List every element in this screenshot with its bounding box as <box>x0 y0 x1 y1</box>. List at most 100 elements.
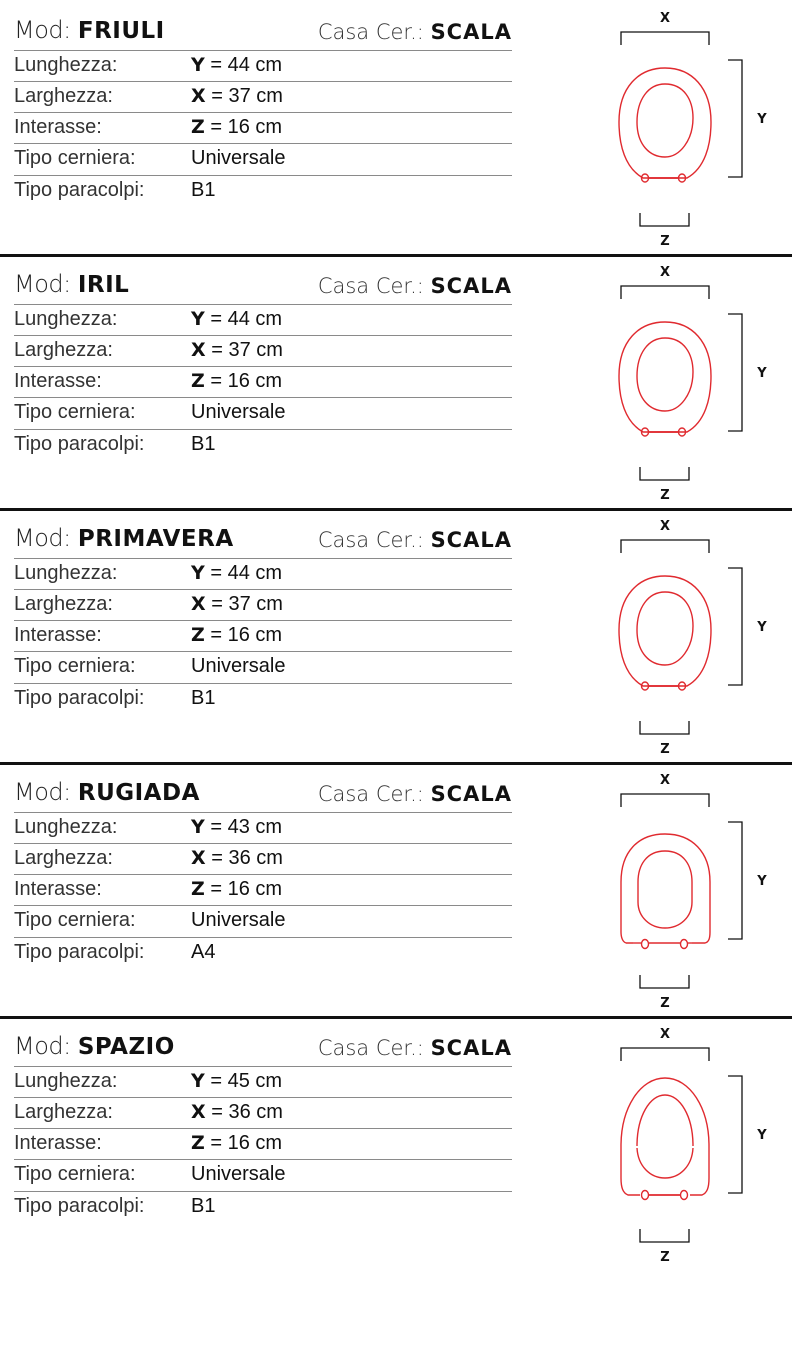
section-separator <box>0 762 792 765</box>
divider <box>14 1191 512 1192</box>
dim-letter-y: Y <box>191 1070 205 1092</box>
dim-letter-x: X <box>191 85 206 107</box>
spec-row-hinge: Tipo cerniera: Universale <box>14 1161 512 1191</box>
spec-row-interaxis: Interasse: Z = 16 cm <box>14 876 512 906</box>
dim-letter-y: Y <box>191 54 205 76</box>
model-title-row: Mod: FRIULI Casa Cer.: SCALA <box>14 14 512 48</box>
divider <box>14 589 512 590</box>
x-axis-label: X <box>660 1027 670 1042</box>
z-axis-label: Z <box>660 488 669 503</box>
spec-label: Tipo cerniera: <box>14 401 136 423</box>
equals-sign: = <box>210 1132 223 1154</box>
divider <box>14 1128 512 1129</box>
casa-prefix: Casa Cer.: <box>317 20 424 44</box>
spec-value: X = 36 cm <box>191 1101 283 1124</box>
spec-row-width: Larghezza: X = 36 cm <box>14 845 512 875</box>
mod-prefix: Mod: <box>14 16 71 44</box>
interaxis-value: 16 cm <box>227 624 283 646</box>
divider <box>14 397 512 398</box>
spec-label: Interasse: <box>14 116 102 138</box>
spec-value: X = 37 cm <box>191 593 283 616</box>
spec-row-length: Lunghezza: Y = 45 cm <box>14 1068 512 1098</box>
model-title-row: Mod: IRIL Casa Cer.: SCALA <box>14 268 512 302</box>
spec-label: Interasse: <box>14 1132 102 1154</box>
spec-label: Tipo paracolpi: <box>14 687 145 709</box>
spec-label: Larghezza: <box>14 1101 113 1123</box>
mod-prefix: Mod: <box>14 270 71 298</box>
divider <box>14 651 512 652</box>
spec-label: Tipo cerniera: <box>14 655 136 677</box>
spec-label: Tipo cerniera: <box>14 909 136 931</box>
toilet-seat-outline-icon: X Y Z <box>618 519 767 757</box>
spec-label: Larghezza: <box>14 85 113 107</box>
spec-value: X = 36 cm <box>191 847 283 870</box>
divider <box>14 843 512 844</box>
y-axis-label: Y <box>756 874 767 889</box>
divider <box>14 620 512 621</box>
seat-dimension-diagram: X Y Z <box>600 0 792 254</box>
bumper-value: B1 <box>191 1195 216 1217</box>
interaxis-value: 16 cm <box>227 878 283 900</box>
dim-letter-z: Z <box>191 116 205 138</box>
spec-row-width: Larghezza: X = 37 cm <box>14 337 512 367</box>
dim-letter-x: X <box>191 1101 206 1123</box>
model-label: Mod: RUGIADA <box>14 778 200 806</box>
spec-row-width: Larghezza: X = 37 cm <box>14 83 512 113</box>
spec-row-width: Larghezza: X = 37 cm <box>14 591 512 621</box>
interaxis-value: 16 cm <box>227 370 283 392</box>
spec-label: Lunghezza: <box>14 562 118 584</box>
spec-row-hinge: Tipo cerniera: Universale <box>14 907 512 937</box>
length-value: 44 cm <box>227 54 283 76</box>
equals-sign: = <box>210 308 223 330</box>
divider <box>14 366 512 367</box>
spec-row-interaxis: Interasse: Z = 16 cm <box>14 368 512 398</box>
spec-value: Z = 16 cm <box>191 878 282 901</box>
equals-sign: = <box>211 1101 223 1123</box>
hinge-value: Universale <box>191 1163 286 1185</box>
equals-sign: = <box>210 1070 223 1092</box>
spec-row-bumper: Tipo paracolpi: B1 <box>14 431 512 461</box>
spec-row-bumper: Tipo paracolpi: B1 <box>14 177 512 207</box>
seat-dimension-diagram: X Y Z <box>600 1016 792 1270</box>
spec-label: Larghezza: <box>14 593 113 615</box>
manufacturer-name: SCALA <box>430 20 512 44</box>
divider <box>14 81 512 82</box>
spec-label: Interasse: <box>14 878 102 900</box>
dim-letter-z: Z <box>191 370 205 392</box>
divider <box>14 905 512 906</box>
divider <box>14 1066 512 1067</box>
equals-sign: = <box>211 847 223 869</box>
equals-sign: = <box>211 85 223 107</box>
model-spec-section: Mod: FRIULI Casa Cer.: SCALA Lunghezza: … <box>0 0 792 254</box>
model-spec-section: Mod: IRIL Casa Cer.: SCALA Lunghezza: Y … <box>0 254 792 508</box>
casa-prefix: Casa Cer.: <box>317 1036 424 1060</box>
dim-letter-y: Y <box>191 562 205 584</box>
dim-letter-x: X <box>191 593 206 615</box>
toilet-seat-outline-icon: X Y Z <box>618 265 767 503</box>
manufacturer-label: Casa Cer.: SCALA <box>318 528 512 552</box>
model-label: Mod: PRIMAVERA <box>14 524 234 552</box>
dim-letter-z: Z <box>191 878 205 900</box>
divider <box>14 304 512 305</box>
toilet-seat-outline-icon: X Y Z <box>620 1027 767 1265</box>
width-value: 36 cm <box>228 1101 283 1123</box>
hinge-value: Universale <box>191 147 286 169</box>
x-axis-label: X <box>660 773 670 788</box>
width-value: 37 cm <box>228 593 283 615</box>
spec-label: Tipo paracolpi: <box>14 433 145 455</box>
equals-sign: = <box>210 624 223 646</box>
divider <box>14 1159 512 1160</box>
z-axis-label: Z <box>660 1250 669 1265</box>
interaxis-value: 16 cm <box>227 116 283 138</box>
spec-label: Lunghezza: <box>14 1070 118 1092</box>
spec-row-hinge: Tipo cerniera: Universale <box>14 399 512 429</box>
z-axis-label: Z <box>660 742 669 757</box>
spec-value: Z = 16 cm <box>191 624 282 647</box>
dim-letter-y: Y <box>191 816 205 838</box>
spec-label: Tipo paracolpi: <box>14 941 145 963</box>
seat-dimension-diagram: X Y Z <box>600 762 792 1016</box>
manufacturer-name: SCALA <box>430 1036 512 1060</box>
divider <box>14 558 512 559</box>
spec-row-interaxis: Interasse: Z = 16 cm <box>14 622 512 652</box>
length-value: 43 cm <box>227 816 283 838</box>
